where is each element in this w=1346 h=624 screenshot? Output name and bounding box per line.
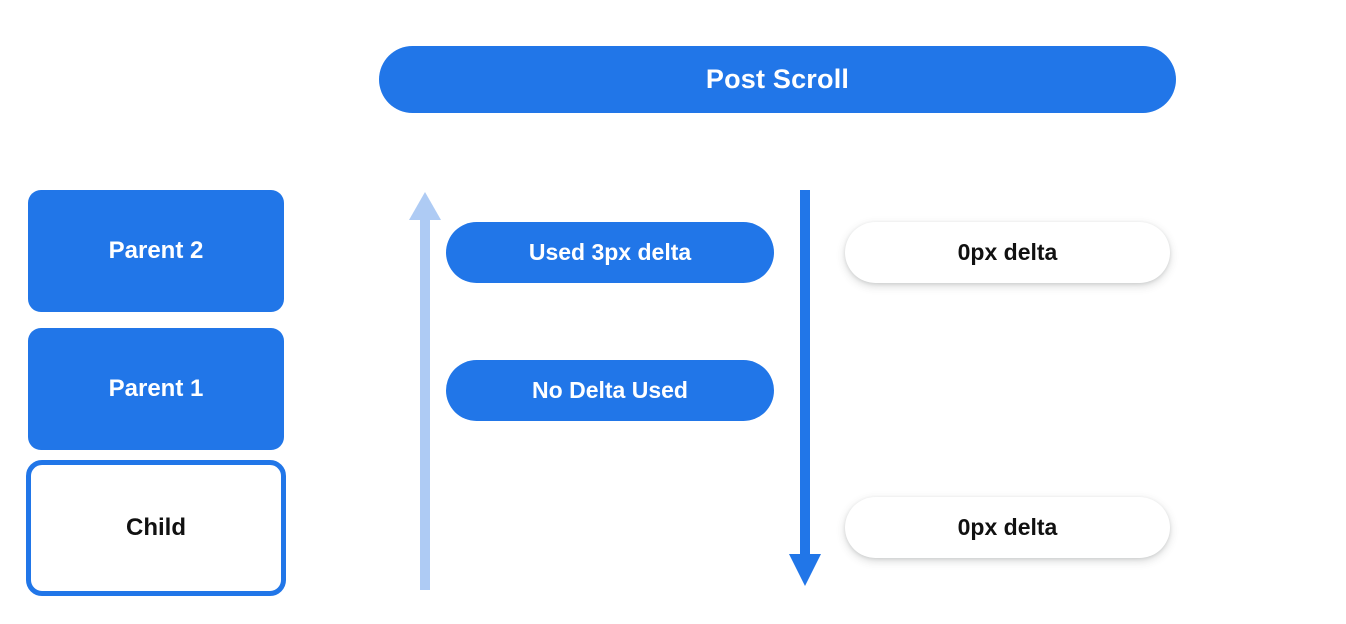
- delta-pill-used-3px-label: Used 3px delta: [528, 239, 692, 265]
- delta-pill-used-3px[interactable]: Used 3px delta: [446, 222, 774, 283]
- node-parent-2[interactable]: Parent 2: [28, 190, 284, 312]
- delta-pill-no-delta-used-label: No Delta Used: [532, 377, 688, 403]
- result-pill-top-label: 0px delta: [957, 239, 1058, 265]
- result-pill-bottom[interactable]: 0px delta: [845, 497, 1170, 558]
- page-title: Post Scroll: [705, 64, 850, 94]
- bubble-up-arrow-icon: [405, 190, 445, 595]
- delta-pill-no-delta-used[interactable]: No Delta Used: [446, 360, 774, 421]
- result-pill-bottom-label: 0px delta: [957, 514, 1058, 540]
- post-scroll-header: Post Scroll: [379, 46, 1176, 113]
- scroll-node-stack: Parent 2 Parent 1 Child: [26, 190, 288, 596]
- scroll-down-arrow-icon: [785, 190, 825, 595]
- node-parent-1[interactable]: Parent 1: [28, 328, 284, 450]
- node-parent-1-label: Parent 1: [108, 375, 204, 402]
- node-child-label: Child: [126, 514, 186, 541]
- result-pill-top[interactable]: 0px delta: [845, 222, 1170, 283]
- stack-spacer: [26, 312, 288, 328]
- node-parent-2-label: Parent 2: [108, 237, 204, 264]
- node-child[interactable]: Child: [26, 460, 286, 596]
- stack-spacer: [26, 450, 288, 460]
